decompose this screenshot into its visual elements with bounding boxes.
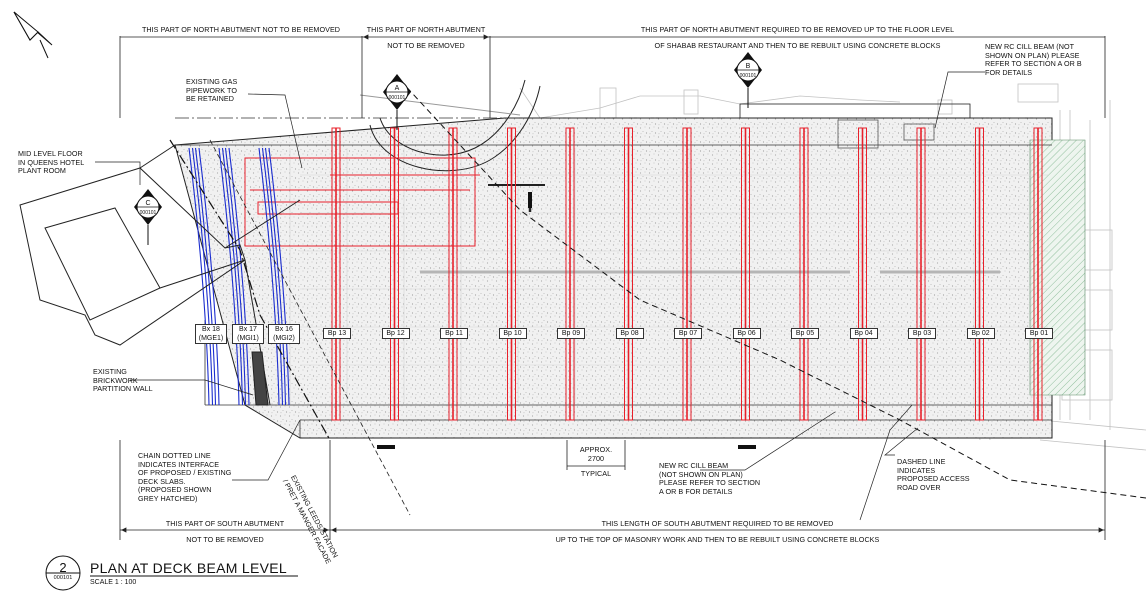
beam-tag: Bp 12 [381,328,410,339]
beam-tag: Bp 05 [791,328,819,339]
cill-beam-note-top: NEW RC CILL BEAM (NOT SHOWN ON PLAN) PLE… [985,42,1082,77]
slab-linework [175,103,1052,438]
section-letter: A [395,85,400,92]
title-symbol [45,555,298,591]
beam-group [331,127,1043,421]
queens-hotel-structure [19,144,301,406]
abutment-curve [359,79,541,172]
box-girder-line-2 [218,147,250,406]
title-ref: 000101 [53,575,73,581]
box-girder-group [188,147,290,406]
mid-level-floor-note: MID LEVEL FLOOR IN QUEENS HOTEL PLANT RO… [18,149,85,176]
beam-bp-12 [390,127,399,421]
beam-tag: Bp 07 [674,328,702,339]
beam-bp-02 [975,127,984,421]
beam-tag: Bp 11 [440,328,468,339]
beam-bp-11 [448,127,458,421]
north-right-label-1: THIS PART OF NORTH ABUTMENT REQUIRED TO … [640,25,955,34]
north-mid-label-2: NOT TO BE REMOVED [387,41,465,50]
section-marker-a: A 000101 [383,74,411,130]
title-number: 2 [59,560,67,575]
box-girder-tag: Bx 18 (MGE1) [195,324,227,344]
beam-bp-03 [916,127,926,421]
section-marker-c: C 000101 [134,189,162,245]
cill-beam-note-bottom: NEW RC CILL BEAM (NOT SHOWN ON PLAN) PLE… [659,461,761,496]
south-right-label-2: UP TO THE TOP OF MASONRY WORK AND THEN T… [555,535,880,544]
beam-tag: Bp 01 [1025,328,1053,339]
section-ref: 000101 [389,95,406,101]
beam-bp-09 [565,127,575,421]
beam-bp-07 [682,127,692,421]
north-mid-label-1: THIS PART OF NORTH ABUTMENT [366,25,486,34]
beam-bp-08 [624,127,633,421]
beam-tag: Bp 10 [498,328,527,339]
beam-bp-10 [507,127,516,421]
south-left-label-2: NOT TO BE REMOVED [186,535,264,544]
beam-tag: Bp 13 [323,328,351,339]
beam-tag: Bp 03 [908,328,936,339]
box-girder-tag: Bx 17 (MGI1) [232,324,264,344]
box-girder-tag: Bx 16 (MGI2) [268,324,300,344]
chain-dotted-note: CHAIN DOTTED LINE INDICATES INTERFACE OF… [138,451,232,503]
beam-tag: Bp 06 [732,328,761,339]
beam-bp-04 [858,127,867,421]
brickwork-note: EXISTING BRICKWORK PARTITION WALL [93,367,153,394]
foundation-marks [377,192,756,449]
beam-bp-01 [1033,127,1043,421]
beam-tag: Bp 02 [966,328,995,339]
dashed-line-note: DASHED LINE INDICATES PROPOSED ACCESS RO… [897,457,970,492]
gas-pipework-note: EXISTING GAS PIPEWORK TO BE RETAINED [186,77,238,104]
north-arrow [13,11,53,59]
dimension-lines [119,34,1106,540]
beam-tag: Bp 04 [849,328,878,339]
beam-tag: Bp 08 [615,328,644,339]
north-right-label-2: OF SHABAB RESTAURANT AND THEN TO BE REBU… [654,41,941,50]
leader-lines [95,71,985,521]
south-left-label-1: THIS PART OF SOUTH ABUTMENT [165,519,285,528]
beam-tag: Bp 09 [557,328,585,339]
drawing-scale: SCALE 1 : 100 [90,579,137,586]
north-left-label: THIS PART OF NORTH ABUTMENT NOT TO BE RE… [141,25,341,34]
leeds-facade-line [209,139,411,516]
beam-bp-13 [331,127,341,421]
approx-dimension: APPROX. 2700 [579,445,613,463]
typical-label: TYPICAL [580,469,612,478]
chain-dotted-line [169,139,331,441]
section-marker-b: B 000101 [734,52,762,108]
beam-bp-05 [799,127,809,421]
drawing-title: PLAN AT DECK BEAM LEVEL [90,560,288,576]
beam-bp-06 [741,127,750,421]
section-letter: C [145,200,150,207]
south-right-label-1: THIS LENGTH OF SOUTH ABUTMENT REQUIRED T… [601,519,834,528]
box-girder-line-1 [188,147,220,406]
section-ref: 000101 [140,210,157,216]
section-letter: B [746,63,751,70]
section-ref: 000101 [740,73,757,79]
